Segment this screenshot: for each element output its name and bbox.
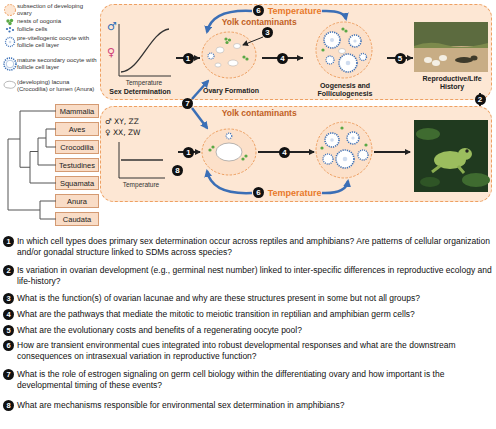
taxon-box: Squamata xyxy=(55,176,99,190)
phylogeny-tree xyxy=(8,111,56,219)
environmental-cue: Yolk contaminants xyxy=(222,109,312,119)
legend-sample xyxy=(6,19,9,22)
research-question: What are the evolutionary costs and bene… xyxy=(17,325,493,336)
legend-sample xyxy=(10,19,13,22)
legend-sample xyxy=(9,27,11,29)
legend-text: nests of oogonia xyxy=(17,18,99,25)
legend-sample xyxy=(6,38,15,47)
callout-number: 7 xyxy=(182,98,193,109)
callout-number: 6 xyxy=(253,5,264,16)
lineage-panel: TemperatureYolk contaminants♂♀Temperatur… xyxy=(100,4,492,100)
taxon-box: Anura xyxy=(55,194,99,208)
taxon-box: Crocodilia xyxy=(55,140,99,154)
taxon-name: Crocodilia xyxy=(55,143,99,152)
phylogeny-tree xyxy=(8,111,56,219)
research-question: Is variation in ovarian development (e.g… xyxy=(17,265,493,287)
lineage-panel: Yolk contaminantsTemperature♂ XY, ZZ♀ XX… xyxy=(100,106,492,202)
legend-text: pre-vitellogenic oocyte with follicle ce… xyxy=(17,35,99,49)
taxon-box: Aves xyxy=(55,122,99,136)
oogenesis-stage: Oogenesis and Folliculogenesis xyxy=(303,21,387,99)
genotype-label: ♀ XX, ZW xyxy=(105,129,175,138)
research-question: In which cell types does primary sex det… xyxy=(17,236,493,258)
taxon-box: Caudata xyxy=(55,212,99,226)
legend-sample xyxy=(6,28,8,30)
legend-text: mature secondary oocyte with follicle ce… xyxy=(17,57,99,71)
taxon-name: Caudata xyxy=(55,215,99,224)
callout-number: 3 xyxy=(262,27,273,38)
research-question: How are transient environmental cues int… xyxy=(17,340,493,362)
environmental-cue: Temperature xyxy=(268,6,348,16)
sex-symbol: ♀ xyxy=(107,47,121,59)
genotype-label: ♂ XY, ZZ xyxy=(105,118,175,127)
legend-sample xyxy=(4,81,15,88)
legend-sample xyxy=(4,5,16,89)
legend-sample xyxy=(4,58,16,70)
legend-text: follicle cells xyxy=(17,26,99,33)
callout-number: 8 xyxy=(172,165,183,176)
question-number: 4 xyxy=(3,309,14,320)
taxon-name: Squamata xyxy=(55,179,99,188)
axis-label: Temperature xyxy=(113,181,169,188)
legend-sample xyxy=(9,41,12,44)
question-number: 6 xyxy=(3,340,14,351)
legend-sample xyxy=(12,29,14,31)
taxon-box: Testudines xyxy=(55,158,99,172)
research-question: What are the pathways that mediate the m… xyxy=(17,309,493,320)
taxon-name: Mammalia xyxy=(55,107,99,116)
legend-sample xyxy=(5,5,16,16)
sex-determination-stage: ♂ XY, ZZ♀ XX, ZWTemperature xyxy=(104,117,170,191)
environmental-cue: Yolk contaminants xyxy=(222,18,312,28)
callout-number: 1 xyxy=(183,147,194,158)
research-question: What is the function(s) of ovarian lacun… xyxy=(17,293,493,304)
stage-label: Ovary Formation xyxy=(196,87,266,95)
question-number: 7 xyxy=(3,369,14,380)
stage-label: Reproductive/Life History xyxy=(413,75,491,91)
callout-number: 4 xyxy=(279,147,290,158)
taxon-name: Testudines xyxy=(55,161,99,170)
taxon-box: Mammalia xyxy=(55,104,99,118)
question-number: 2 xyxy=(3,265,14,276)
legend-sample xyxy=(6,60,14,68)
step-number: 1 xyxy=(183,53,194,64)
legend-text: (developing) lacuna (Crocodilia) or lume… xyxy=(17,79,99,93)
question-number: 1 xyxy=(3,236,14,247)
sex-determination-stage: ♂♀TemperatureSex Determination xyxy=(104,21,176,99)
question-number: 3 xyxy=(3,293,14,304)
sex-symbol: ♂ xyxy=(107,21,121,33)
step-number: 2 xyxy=(475,94,486,105)
question-number: 8 xyxy=(3,400,14,411)
ovary-stage: Ovary Formation xyxy=(200,27,262,99)
environmental-cue: Temperature xyxy=(268,188,348,198)
stage-label: Oogenesis and Folliculogenesis xyxy=(301,82,389,98)
step-number: 5 xyxy=(395,53,406,64)
legend-text: subsection of developing ovary xyxy=(17,3,99,17)
question-number: 5 xyxy=(3,325,14,336)
research-question: What is the role of estrogen signaling o… xyxy=(17,369,493,391)
taxon-name: Anura xyxy=(55,197,99,206)
callout-number: 6 xyxy=(253,187,264,198)
research-question: What are mechanisms responsible for envi… xyxy=(17,400,493,411)
axis-label: Temperature xyxy=(113,79,175,86)
legend-sample xyxy=(8,30,10,32)
step-number: 4 xyxy=(277,53,288,64)
taxon-name: Aves xyxy=(55,125,99,134)
stage-label: Sex Determination xyxy=(99,88,181,96)
life-history-stage: Reproductive/Life History xyxy=(413,21,491,93)
legend-sample xyxy=(8,22,11,25)
